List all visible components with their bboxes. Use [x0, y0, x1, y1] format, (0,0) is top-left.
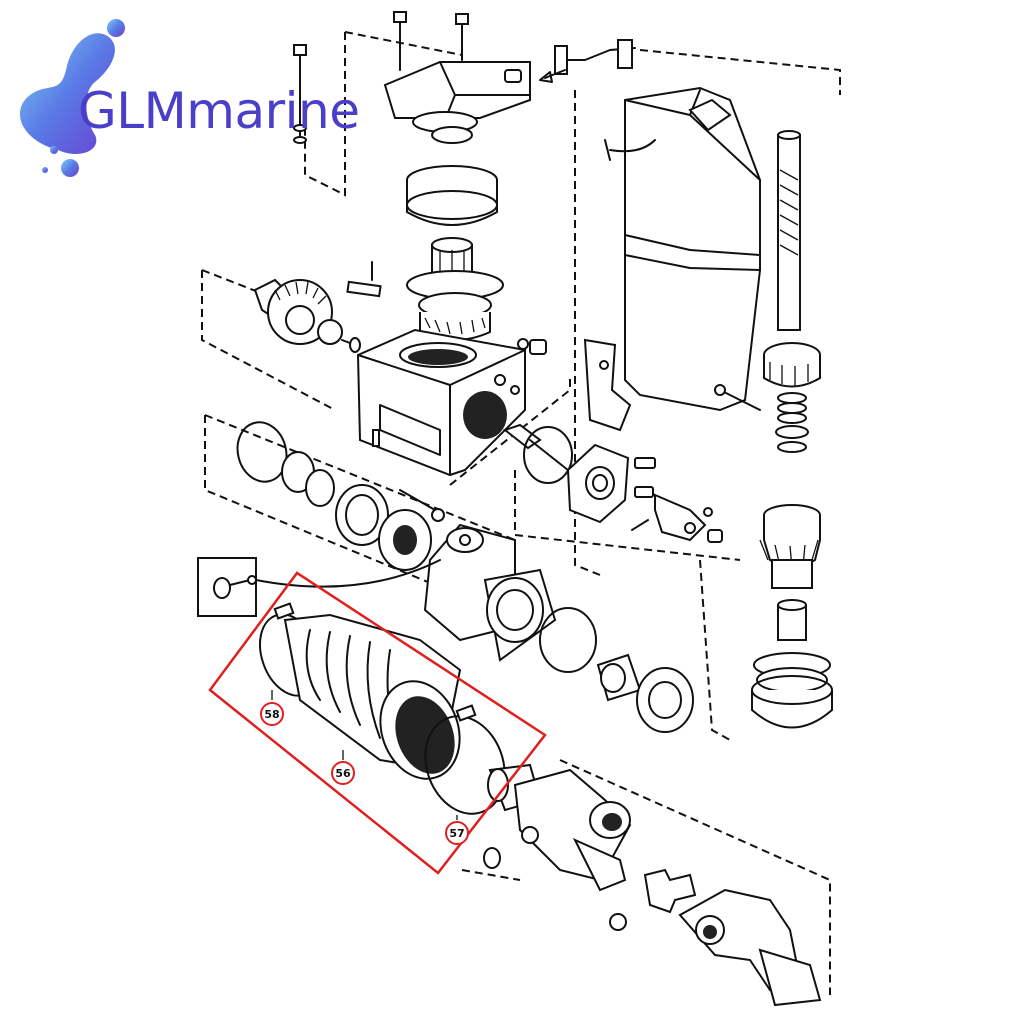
bellows-assembly — [259, 602, 506, 815]
vertical-shaft-assembly — [751, 130, 833, 729]
brand-name: GLMmarine — [78, 82, 360, 140]
callout-58: 58 — [260, 690, 284, 726]
callout-57-label: 57 — [449, 827, 464, 840]
top-cover — [293, 11, 636, 144]
side-flange-parts — [523, 338, 723, 543]
left-bevel-gear — [253, 278, 361, 353]
upright-shroud — [604, 86, 761, 412]
gear-housing — [356, 328, 547, 477]
highlight-box — [208, 571, 547, 875]
callout-56: 56 — [331, 750, 355, 785]
callout-57: 57 — [445, 815, 469, 845]
callout-56-label: 56 — [335, 767, 351, 780]
dashed-boundary-lines — [201, 31, 841, 995]
universal-joint-shaft — [483, 763, 822, 1007]
fitting-inset-box — [197, 557, 441, 617]
transom-bracket — [423, 523, 694, 733]
callout-58-label: 58 — [264, 708, 279, 721]
ring-row — [236, 421, 445, 571]
water-splash-icon — [19, 19, 125, 177]
upper-bearing-stack — [346, 111, 504, 341]
